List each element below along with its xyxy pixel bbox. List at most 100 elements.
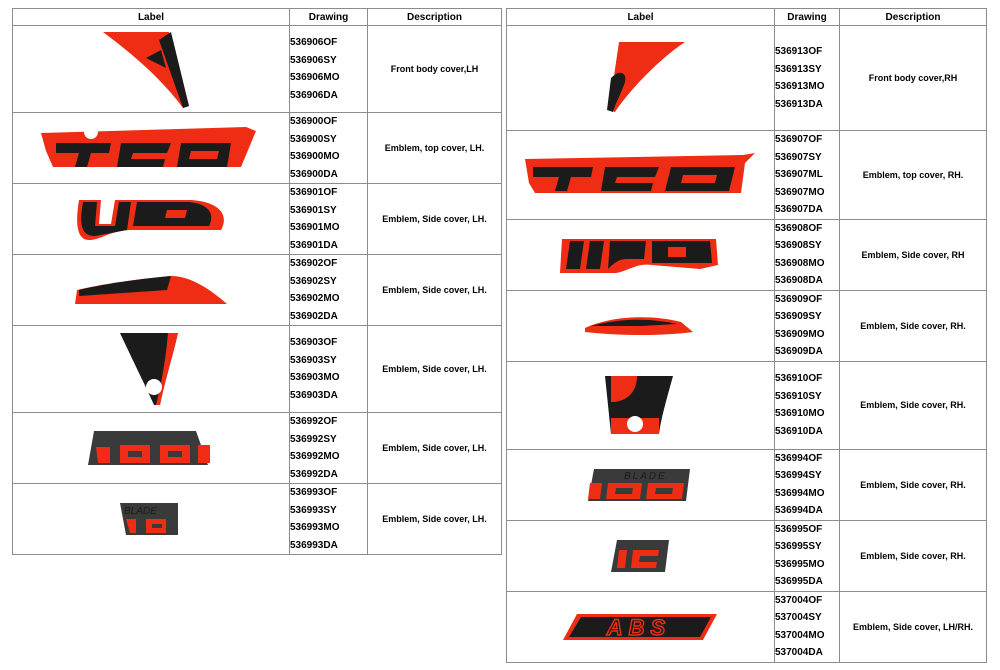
drawing-code: 536908MO [775, 257, 825, 269]
label-cell [506, 289, 775, 362]
drawing-code: 536902SY [290, 275, 337, 287]
drawing-code: 536901SY [290, 204, 337, 216]
label-cell [12, 25, 290, 113]
drawing-code: 536902MO [290, 293, 340, 304]
drawing-code: 536906MO [290, 72, 340, 83]
label-cell [12, 112, 290, 184]
table-row: 536913OF 536913SY 536913MO 536913DA Fron… [506, 25, 987, 131]
label-column-header: Label [12, 8, 290, 26]
table-row: BLADE 536993OF 536993SY 536993MO 536993D… [12, 483, 502, 555]
drawing-code: 536992SY [290, 433, 337, 445]
side-cover-lh-decal-2 [75, 276, 227, 304]
top-cover-rh-decal [524, 152, 755, 193]
blade-text: BLADE [624, 471, 667, 482]
table-row: 536901OF 536901SY 536901MO 536901DA Embl… [12, 183, 502, 255]
top-cover-lh-decal [41, 125, 256, 167]
drawing-code: 537004DA [775, 647, 823, 658]
label-cell [12, 254, 290, 326]
side-cover-lh-decal-1 [77, 200, 224, 240]
drawing-code: 536908SY [775, 240, 822, 251]
drawing-code: 536993OF [290, 487, 338, 498]
side-cover-lh-decal-100 [88, 431, 210, 465]
description-column-header: Description [839, 8, 987, 26]
drawing-code: 536907SY [775, 151, 822, 163]
drawing-code: 536913OF [775, 46, 823, 57]
table-row: 536902OF 536902SY 536902MO 536902DA Embl… [12, 254, 502, 326]
blade-text: BLADE [124, 506, 157, 517]
drawing-code: 536995OF [775, 523, 823, 535]
drawing-cell: 536995OF 536995SY 536995MO 536995DA [774, 519, 840, 592]
side-cover-rh-decal-blade-100: BLADE [587, 468, 690, 501]
drawing-cell: 536900OF 536900SY 536900MO 536900DA [289, 112, 368, 184]
label-cell [506, 130, 775, 220]
drawing-cell: 536902OF 536902SY 536902MO 536902DA [289, 254, 368, 326]
drawing-code: 536995DA [775, 576, 823, 587]
abs-text: ABS [605, 615, 670, 640]
drawing-cell: 536907OF 536907SY 536907ML 536907MO 5369… [774, 130, 840, 220]
drawing-cell: 537004OF 537004SY 537004MO 537004DA [774, 590, 840, 663]
drawing-code: 536993MO [290, 522, 340, 533]
drawing-code: 536908OF [775, 222, 823, 234]
table-row: 536900OF 536900SY 536900MO 536900DA Embl… [12, 112, 502, 184]
drawing-cell: 536909OF 536909SY 536909MO 536909DA [774, 289, 840, 362]
side-cover-lh-decal-blade: BLADE [120, 503, 178, 535]
drawing-code: 536903DA [290, 389, 338, 401]
description-cell: Emblem, Side cover, LH. [367, 183, 502, 255]
description-column-header: Description [367, 8, 502, 26]
table-row: 536909OF 536909SY 536909MO 536909DA Embl… [506, 289, 987, 362]
drawing-code: 536910SY [775, 390, 822, 402]
drawing-code: 536994DA [775, 505, 823, 516]
drawing-cell: 536903OF 536903SY 536903MO 536903DA [289, 325, 368, 413]
table-row: 536906OF 536906SY 536906MO 536906DA Fron… [12, 25, 502, 113]
drawing-cell: 536901OF 536901SY 536901MO 536901DA [289, 183, 368, 255]
drawing-code: 536907DA [775, 204, 823, 215]
side-cover-rh-decal-2 [584, 316, 693, 335]
front-body-cover-lh-decal [103, 32, 189, 108]
drawing-cell: 536908OF 536908SY 536908MO 536908DA [774, 218, 840, 291]
drawing-code: 536907OF [775, 134, 823, 145]
drawing-code: 536900SY [290, 133, 337, 145]
drawing-code: 536903OF [290, 337, 338, 348]
description-cell: Emblem, Side cover, RH [839, 218, 987, 291]
label-cell [506, 360, 775, 450]
drawing-cell: 536994OF 536994SY 536994MO 536994DA [774, 448, 840, 521]
drawing-code: 536913SY [775, 63, 822, 75]
label-column-header: Label [506, 8, 775, 26]
table-row: 536910OF 536910SY 536910MO 536910DA Embl… [506, 360, 987, 450]
table-row: 536992OF 536992SY 536992MO 536992DA Embl… [12, 412, 502, 484]
drawing-code: 536901DA [290, 239, 338, 251]
drawing-code: 536901OF [290, 187, 338, 198]
side-cover-rh-decal-ic [610, 539, 669, 572]
label-cell [506, 519, 775, 592]
drawing-code: 536900OF [290, 116, 338, 127]
description-cell: Front body cover,LH [367, 25, 502, 113]
front-body-cover-rh-decal [606, 42, 685, 112]
drawing-code: 536909MO [775, 328, 825, 340]
table-row: 536907OF 536907SY 536907ML 536907MO 5369… [506, 130, 987, 220]
description-cell: Emblem, Side cover, LH/RH. [839, 590, 987, 663]
description-cell: Emblem, Side cover, RH. [839, 519, 987, 592]
drawing-code: 536913DA [775, 98, 823, 110]
drawing-cell: 536993OF 536993SY 536993MO 536993DA [289, 483, 368, 555]
drawing-code: 536906OF [290, 37, 338, 48]
right-parts-table: Label Drawing Description 536913OF 53691… [506, 8, 987, 663]
drawing-column-header: Drawing [289, 8, 368, 26]
description-cell: Emblem, top cover, LH. [367, 112, 502, 184]
table-row: 536903OF 536903SY 536903MO 536903DA Embl… [12, 325, 502, 413]
description-cell: Emblem, Side cover, RH. [839, 360, 987, 450]
drawing-code: 536907MO [775, 186, 825, 198]
drawing-code: 536909OF [775, 293, 823, 305]
drawing-code: 537004MO [775, 629, 825, 641]
side-cover-lh-decal-3 [120, 333, 178, 405]
table-row: 536995OF 536995SY 536995MO 536995DA Embl… [506, 519, 987, 592]
drawing-code: 536995MO [775, 558, 825, 570]
description-cell: Emblem, Side cover, LH. [367, 483, 502, 555]
drawing-code: 536910MO [775, 408, 825, 419]
drawing-column-header: Drawing [774, 8, 840, 26]
drawing-code: 536909SY [775, 311, 822, 322]
description-cell: Emblem, Side cover, RH. [839, 448, 987, 521]
drawing-code: 536994SY [775, 470, 822, 481]
description-cell: Emblem, Side cover, RH. [839, 289, 987, 362]
drawing-code: 537004SY [775, 612, 822, 623]
description-cell: Emblem, Side cover, LH. [367, 412, 502, 484]
